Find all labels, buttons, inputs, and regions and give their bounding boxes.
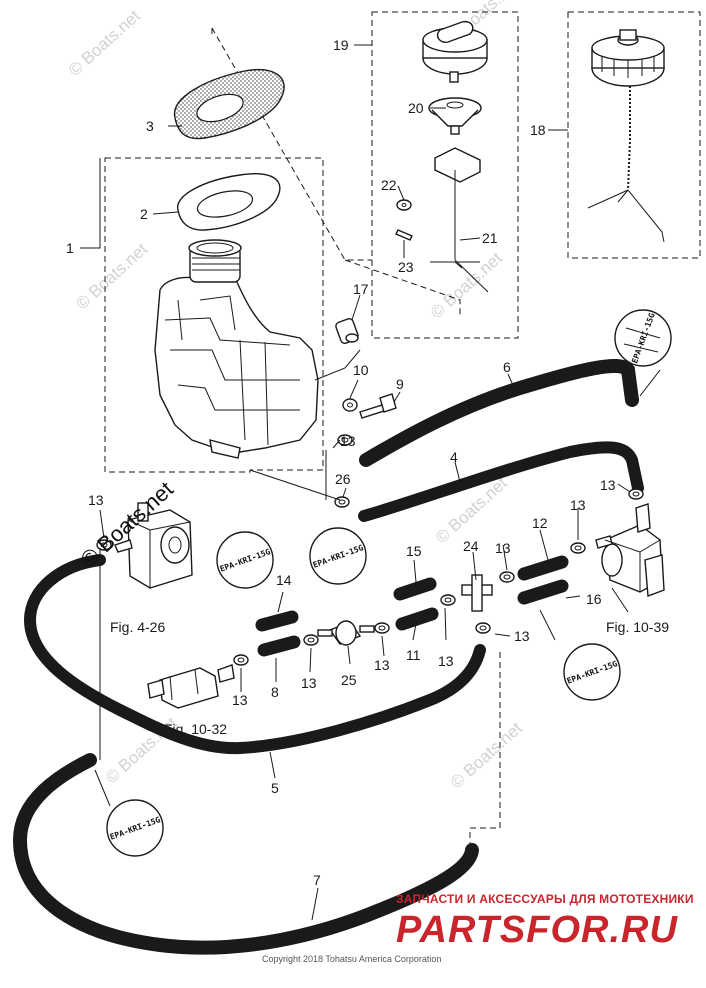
callout-9: 9 bbox=[396, 376, 404, 392]
epa-tag-1: EPA-KRI-15G bbox=[614, 309, 672, 367]
callout-17: 17 bbox=[353, 281, 369, 297]
brand-tagline: ЗАПЧАСТИ И АКСЕССУАРЫ ДЛЯ МОТОТЕХНИКИ bbox=[396, 892, 694, 906]
gasket-part-3 bbox=[173, 69, 285, 140]
callout-24: 24 bbox=[463, 538, 479, 554]
callout-2: 2 bbox=[140, 206, 148, 222]
pin-part-23 bbox=[395, 229, 413, 241]
joint-part-24 bbox=[461, 574, 493, 612]
filler-cap-part-19 bbox=[422, 20, 488, 83]
fuel-tank-part-1 bbox=[154, 239, 361, 459]
short-hoses bbox=[255, 555, 569, 657]
epa-tag-2: EPA-KRI-15G bbox=[216, 531, 274, 589]
callout-7: 7 bbox=[313, 872, 321, 888]
brand-name: PARTSFOR.RU bbox=[396, 909, 678, 951]
callout-5: 5 bbox=[271, 780, 279, 796]
callout-13e: 13 bbox=[495, 540, 511, 556]
callout-numbers: 3 2 1 19 20 22 21 23 18 17 10 9 6 4 13 2… bbox=[66, 37, 616, 888]
filter-part-25 bbox=[317, 620, 375, 646]
callout-15: 15 bbox=[406, 543, 422, 559]
callout-4: 4 bbox=[450, 449, 458, 465]
callout-13h: 13 bbox=[374, 657, 390, 673]
callout-13d: 13 bbox=[570, 497, 586, 513]
callout-20: 20 bbox=[408, 100, 424, 116]
gasket-part-2 bbox=[177, 173, 281, 231]
callout-13i: 13 bbox=[301, 675, 317, 691]
bolt-part-9 bbox=[359, 393, 397, 419]
callout-1: 1 bbox=[66, 240, 74, 256]
callout-13g: 13 bbox=[514, 628, 530, 644]
washer-part-10 bbox=[342, 398, 358, 412]
callout-13j: 13 bbox=[232, 692, 248, 708]
clamps bbox=[96, 434, 644, 666]
part-17 bbox=[335, 318, 359, 344]
fig-ref-10-39: Fig. 10-39 bbox=[606, 619, 669, 635]
fig-ref-10-32: Fig. 10-32 bbox=[164, 721, 227, 737]
figure-references: Fig. 4-26 Fig. 10-39 Fig. 10-32 bbox=[110, 619, 669, 737]
callout-13c: 13 bbox=[600, 477, 616, 493]
callout-13b: 13 bbox=[88, 492, 104, 508]
brand-logo: ЗАПЧАСТИ И АКСЕССУАРЫ ДЛЯ МОТОТЕХНИКИ PA… bbox=[396, 892, 694, 951]
watermark-3: © Boats.net bbox=[427, 248, 506, 322]
callout-3: 3 bbox=[146, 118, 154, 134]
filler-cap-part-18 bbox=[587, 29, 665, 243]
callout-10: 10 bbox=[353, 362, 369, 378]
callout-16: 16 bbox=[586, 591, 602, 607]
fuel-pump-fig-10-39 bbox=[595, 503, 665, 597]
washer-part-22 bbox=[396, 199, 412, 211]
leader-lines bbox=[80, 44, 661, 921]
callout-13a: 13 bbox=[340, 433, 356, 449]
primer-pump-fig-4-26 bbox=[114, 502, 193, 589]
callout-6: 6 bbox=[503, 359, 511, 375]
seal-part-20 bbox=[428, 97, 482, 135]
watermark-6: © Boats.net bbox=[447, 718, 526, 792]
callout-21: 21 bbox=[482, 230, 498, 246]
connector-fig-10-32 bbox=[147, 664, 235, 709]
callout-19: 19 bbox=[333, 37, 349, 53]
fig-ref-4-26: Fig. 4-26 bbox=[110, 619, 165, 635]
callout-23: 23 bbox=[398, 259, 414, 275]
copyright-text: Copyright 2018 Tohatsu America Corporati… bbox=[262, 954, 441, 964]
callout-22: 22 bbox=[381, 177, 397, 193]
epa-tag-3: EPA-KRI-15G bbox=[309, 527, 367, 585]
callout-25: 25 bbox=[341, 672, 357, 688]
epa-tag-4: EPA-KRI-15G bbox=[563, 643, 621, 701]
callout-8: 8 bbox=[271, 684, 279, 700]
hoses bbox=[12, 358, 644, 955]
watermark-1: © Boats.net bbox=[65, 6, 144, 80]
callout-18: 18 bbox=[530, 122, 546, 138]
callout-11: 11 bbox=[406, 647, 421, 663]
callout-14: 14 bbox=[276, 572, 292, 588]
watermark-2: © Boats.net bbox=[72, 239, 151, 313]
level-gauge-part-21 bbox=[430, 147, 489, 293]
callout-26: 26 bbox=[335, 471, 351, 487]
callout-13f: 13 bbox=[438, 653, 454, 669]
callout-12: 12 bbox=[532, 515, 548, 531]
epa-tag-5: EPA-KRI-15G bbox=[106, 799, 164, 857]
